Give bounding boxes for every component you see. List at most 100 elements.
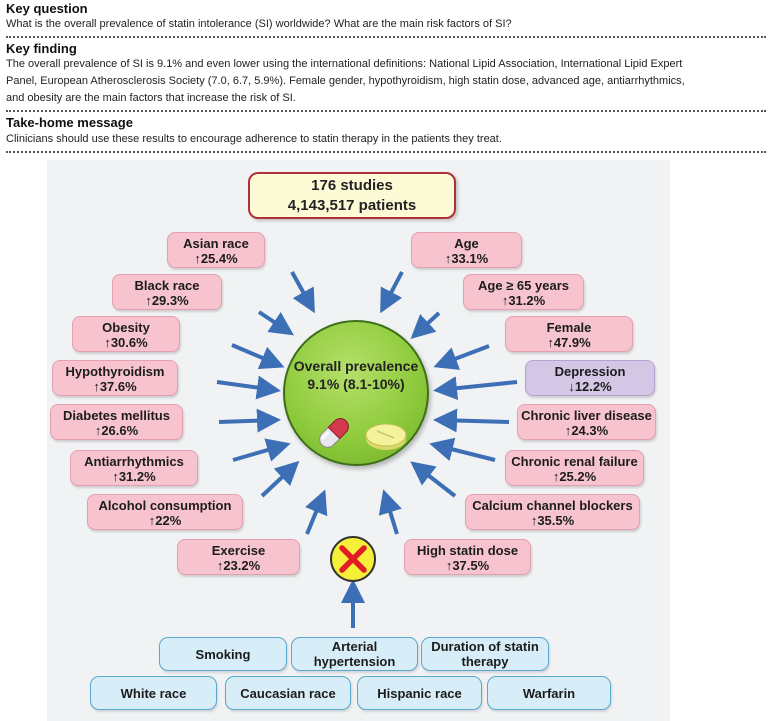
no-effect-label-2: therapy: [461, 654, 509, 669]
arrow: [231, 343, 285, 369]
factor-name: Asian race: [183, 236, 249, 251]
factor-value: ↑37.5%: [445, 558, 490, 573]
arrow: [260, 460, 300, 498]
arrow: [433, 344, 490, 370]
dotted-divider: [6, 36, 766, 38]
factor-value: ↑31.2%: [112, 469, 156, 484]
factor-value: ↑29.3%: [145, 293, 189, 308]
factor-name: Alcohol consumption: [98, 498, 232, 513]
no-effect-label: Arterial: [331, 639, 378, 654]
factor-name: Age: [454, 236, 479, 251]
no-effect-label-2: hypertension: [313, 654, 396, 669]
risk-factor-diagram: 176 studies 4,143,517 patients Overall p…: [47, 160, 670, 721]
factor-value: ↓12.2%: [568, 379, 612, 394]
key-question-title: Key question: [6, 1, 88, 16]
key-finding-line-1: The overall prevalence of SI is 9.1% and…: [6, 58, 683, 70]
factor-value: ↑25.2%: [552, 469, 597, 484]
no-effect-box-caucasian-race: Caucasian race: [225, 676, 351, 710]
no-effect-box-warfarin: Warfarin: [487, 676, 611, 710]
factor-name: Female: [546, 320, 592, 335]
take-home-title: Take-home message: [6, 115, 133, 130]
factor-box-antiarrhythmics: Antiarrhythmics↑31.2%: [70, 450, 198, 486]
factor-box-hypothyroidism: Hypothyroidism↑37.6%: [52, 360, 178, 396]
factor-name: Chronic renal failure: [511, 454, 638, 469]
no-effect-box-smoking: Smoking: [159, 637, 287, 671]
factor-box-depression: Depression↓12.2%: [525, 360, 655, 396]
no-effect-label: Duration of statin: [431, 639, 539, 654]
capsule-icon: [319, 418, 349, 448]
key-finding-line-3: and obesity are the main factors that in…: [6, 92, 296, 104]
no-effect-box-white-race: White race: [90, 676, 217, 710]
factor-box-age-65-years: Age ≥ 65 years↑31.2%: [463, 274, 584, 310]
no-effect-label: Caucasian race: [240, 685, 336, 701]
factor-name: High statin dose: [416, 543, 519, 558]
no-effect-label: Warfarin: [522, 685, 576, 701]
factor-name: Antiarrhythmics: [84, 454, 184, 469]
arrow: [380, 271, 404, 314]
arrow: [378, 489, 402, 535]
dotted-divider: [6, 151, 766, 153]
studies-count: 176 studies: [311, 177, 393, 194]
tablet-icon: [365, 423, 407, 450]
arrow: [218, 408, 281, 433]
factor-box-diabetes-mellitus: Diabetes mellitus↑26.6%: [50, 404, 183, 440]
center-title: Overall prevalence: [293, 358, 419, 374]
factor-name: Obesity: [102, 320, 150, 335]
no-effect-label: Hispanic race: [377, 685, 462, 701]
factor-box-chronic-liver-disease: Chronic liver disease↑24.3%: [517, 404, 656, 440]
factor-box-calcium-channel-blockers: Calcium channel blockers↑35.5%: [465, 494, 640, 530]
factor-box-chronic-renal-failure: Chronic renal failure↑25.2%: [505, 450, 644, 486]
arrow: [429, 437, 496, 462]
arrow: [232, 438, 291, 462]
dotted-divider: [6, 110, 766, 112]
arrow: [410, 461, 457, 498]
factor-value: ↑24.3%: [564, 423, 609, 438]
factor-value: ↑22%: [148, 513, 182, 528]
center-value: 9.1% (8.1-10%): [307, 376, 405, 392]
factor-box-obesity: Obesity↑30.6%: [72, 316, 180, 352]
no-effect-label: White race: [120, 685, 187, 701]
factor-name: Exercise: [211, 543, 266, 558]
factor-value: ↑26.6%: [94, 423, 139, 438]
arrow: [257, 310, 294, 336]
factor-value: ↑31.2%: [501, 293, 546, 308]
factor-name: Black race: [134, 278, 200, 293]
factor-name: Age ≥ 65 years: [478, 278, 569, 293]
arrow-layer: [216, 271, 518, 628]
take-home-text: Clinicians should use these results to e…: [6, 133, 502, 145]
factor-value: ↑35.5%: [530, 513, 575, 528]
arrow: [216, 375, 281, 400]
factor-value: ↑23.2%: [216, 558, 261, 573]
arrow: [433, 376, 518, 401]
factor-box-high-statin-dose: High statin dose↑37.5%: [404, 539, 531, 575]
overall-prevalence-circle: Overall prevalence 9.1% (8.1-10%): [283, 320, 429, 466]
factor-value: ↑25.4%: [194, 251, 238, 266]
factor-value: ↑30.6%: [104, 335, 148, 350]
arrow: [305, 489, 328, 535]
factor-name: Diabetes mellitus: [63, 408, 170, 423]
factor-name: Depression: [554, 364, 626, 379]
factor-name: Calcium channel blockers: [472, 498, 633, 513]
arrow: [433, 408, 510, 433]
studies-box: 176 studies 4,143,517 patients: [248, 172, 456, 219]
factor-value: ↑37.6%: [93, 379, 137, 394]
factor-box-age: Age↑33.1%: [411, 232, 522, 268]
factor-box-female: Female↑47.9%: [505, 316, 633, 352]
key-finding-line-2: Panel, European Atherosclerosis Society …: [6, 75, 685, 87]
factor-name: Chronic liver disease: [521, 408, 652, 423]
patients-count: 4,143,517 patients: [287, 197, 417, 214]
no-effect-label: Smoking: [195, 646, 251, 662]
factor-box-black-race: Black race↑29.3%: [112, 274, 222, 310]
factor-value: ↑33.1%: [444, 251, 489, 266]
arrow: [290, 271, 315, 314]
factor-box-exercise: Exercise↑23.2%: [177, 539, 300, 575]
key-finding-title: Key finding: [6, 41, 77, 56]
factor-value: ↑47.9%: [547, 335, 591, 350]
arrow: [410, 311, 441, 340]
factor-box-asian-race: Asian race↑25.4%: [167, 232, 265, 268]
key-question-text: What is the overall prevalence of statin…: [6, 18, 512, 30]
no-effect-box-hispanic-race: Hispanic race: [357, 676, 482, 710]
factor-box-alcohol-consumption: Alcohol consumption↑22%: [87, 494, 243, 530]
